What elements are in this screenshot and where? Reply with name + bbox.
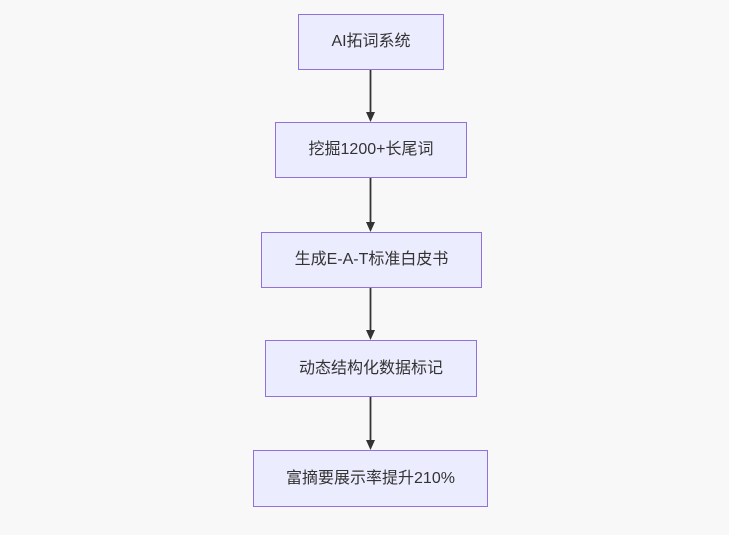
flowchart-node-rich-snippet-rate: 富摘要展示率提升210% [253,450,488,507]
flowchart-node-longtail-keywords: 挖掘1200+长尾词 [275,122,467,178]
node-label: 挖掘1200+长尾词 [308,141,434,158]
arrow-down-icon [366,178,375,232]
arrow-down-icon [366,288,375,340]
node-label: AI拓词系统 [331,33,411,50]
node-label: 富摘要展示率提升210% [286,469,455,487]
arrow-down-icon [366,397,375,450]
flowchart-node-structured-data-markup: 动态结构化数据标记 [265,340,477,397]
flowchart-node-eat-whitepaper: 生成E-A-T标准白皮书 [261,232,482,288]
flowchart-node-ai-expand-system: AI拓词系统 [298,14,444,70]
node-label: 生成E-A-T标准白皮书 [294,251,449,268]
node-label: 动态结构化数据标记 [298,359,443,377]
arrow-down-icon [366,70,375,122]
